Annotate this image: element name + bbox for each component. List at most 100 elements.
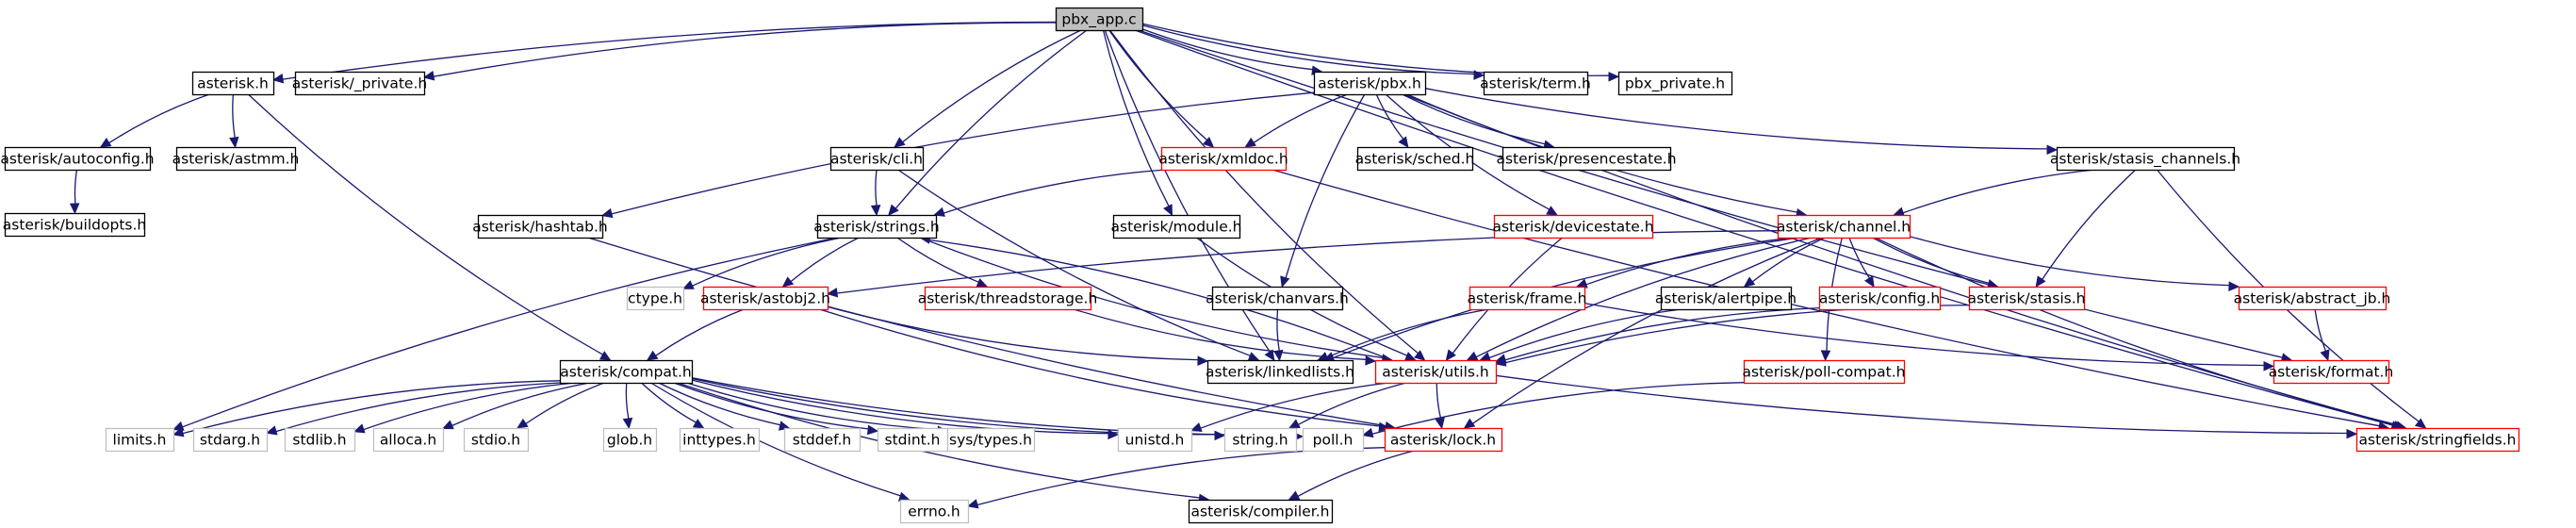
edge-arrowhead — [441, 420, 454, 430]
edge-line — [275, 382, 561, 433]
include-edge-a_compat-to-alloca — [441, 382, 590, 430]
include-edge-a_channel-to-a_stringfields — [1875, 237, 2407, 431]
node-a-sched[interactable]: asterisk/sched.h — [1355, 146, 1475, 172]
include-edge-pbx_app-to-a_utils — [1108, 29, 1426, 361]
edge-arrowhead — [265, 425, 278, 436]
node-a-poll-compat[interactable]: asterisk/poll-compat.h — [1743, 359, 1906, 385]
edge-line — [875, 169, 878, 206]
edge-arrowhead — [870, 205, 881, 217]
node-a-presencestate[interactable]: asterisk/presencestate.h — [1496, 146, 1677, 172]
node-box — [626, 286, 685, 311]
include-edge-a_strings-to-a_threadstorage — [896, 237, 989, 288]
edge-line — [1108, 29, 1208, 140]
node-a-channel[interactable]: asterisk/channel.h — [1777, 214, 1911, 239]
edge-arrowhead — [2320, 349, 2330, 362]
node-a-stasis[interactable]: asterisk/stasis.h — [1968, 286, 2086, 311]
node-a-compat[interactable]: asterisk/compat.h — [559, 359, 694, 385]
node-a-private[interactable]: asterisk/_private.h — [292, 71, 427, 96]
node-box — [463, 427, 530, 453]
include-edge-a_xmldoc-to-a_strings — [933, 169, 1166, 217]
node-a-xmldoc[interactable]: asterisk/xmldoc.h — [1158, 146, 1288, 172]
node-box — [1117, 427, 1193, 453]
node-label: asterisk/stasis_channels.h — [2050, 151, 2240, 169]
node-a-config[interactable]: asterisk/config.h — [1819, 286, 1942, 311]
node-a-compiler[interactable]: asterisk/compiler.h — [1188, 499, 1334, 524]
node-a-devicestate[interactable]: asterisk/devicestate.h — [1492, 214, 1654, 239]
node-a-hashtab[interactable]: asterisk/hashtab.h — [472, 214, 608, 239]
edge-line — [108, 93, 210, 144]
node-a-autoconfig[interactable]: asterisk/autoconfig.h — [0, 146, 155, 172]
edge-arrowhead — [1197, 355, 1209, 366]
node-label: asterisk/stringfields.h — [2359, 432, 2517, 449]
edge-line — [691, 379, 1109, 435]
node-stdlib: stdlib.h — [284, 427, 356, 453]
node-a-stringfields[interactable]: asterisk/stringfields.h — [2355, 427, 2520, 453]
node-label: asterisk/_private.h — [292, 75, 427, 93]
edge-line — [686, 382, 939, 431]
node-pbx-private[interactable]: pbx_private.h — [1617, 71, 1733, 96]
node-box — [1211, 286, 1344, 311]
node-a-pbx[interactable]: asterisk/pbx.h — [1313, 71, 1427, 96]
edge-line — [1326, 308, 1489, 358]
edge-arrowhead — [1203, 136, 1215, 148]
include-edge-a_channel-to-a_abstract_jb — [1909, 236, 2240, 291]
edge-layer — [69, 21, 2427, 509]
node-label: asterisk/alertpipe.h — [1655, 290, 1797, 307]
node-unistd: unistd.h — [1117, 427, 1193, 453]
edge-line — [1297, 382, 1407, 425]
node-label: alloca.h — [380, 432, 436, 449]
node-box — [1743, 359, 1906, 385]
node-a-chanvars[interactable]: asterisk/chanvars.h — [1206, 286, 1349, 311]
include-edge-a_pbx-to-a_sched — [1375, 93, 1409, 148]
node-box — [1660, 286, 1793, 311]
edge-arrowhead — [1546, 206, 1558, 216]
node-a-frame[interactable]: asterisk/frame.h — [1468, 286, 1587, 311]
node-asterisk-h[interactable]: asterisk.h — [191, 71, 275, 96]
edge-arrowhead — [1435, 417, 1445, 430]
node-a-module[interactable]: asterisk/module.h — [1111, 214, 1242, 239]
include-edge-a_stasis_channels-to-a_stasis — [2035, 169, 2137, 288]
node-a-stasis-channels[interactable]: asterisk/stasis_channels.h — [2050, 146, 2240, 172]
edge-line — [1141, 28, 1313, 71]
include-edge-asterisk_h-to-a_compat — [247, 93, 612, 361]
edge-line — [1902, 169, 2095, 214]
edge-line — [677, 382, 1200, 499]
node-a-lock[interactable]: asterisk/lock.h — [1384, 427, 1503, 453]
node-a-threadstorage[interactable]: asterisk/threadstorage.h — [918, 286, 1098, 311]
edge-line — [641, 382, 697, 423]
edge-arrowhead — [1608, 72, 1620, 82]
node-a-buildopts[interactable]: asterisk/buildopts.h — [3, 212, 146, 238]
edge-arrowhead — [888, 204, 899, 216]
node-a-linkedlists[interactable]: asterisk/linkedlists.h — [1206, 359, 1354, 385]
edge-arrowhead — [1273, 349, 1284, 362]
node-a-abstract-jb[interactable]: asterisk/abstract_jb.h — [2234, 286, 2391, 311]
edge-line — [363, 382, 575, 431]
include-edge-asterisk_h-to-a_autoconfig — [99, 93, 210, 148]
edge-arrowhead — [1445, 349, 1456, 361]
node-a-format[interactable]: asterisk/format.h — [2269, 359, 2394, 385]
node-a-term[interactable]: asterisk/term.h — [1480, 71, 1591, 96]
node-a-astmm[interactable]: asterisk/astmm.h — [172, 146, 300, 172]
include-edge-pbx_app-to-a_module — [1102, 29, 1173, 217]
node-a-utils[interactable]: asterisk/utils.h — [1374, 359, 1498, 385]
include-edge-a_hashtab-to-a_lock — [587, 237, 1397, 432]
node-label: asterisk/compat.h — [560, 364, 691, 381]
node-label: asterisk/astobj2.h — [700, 290, 830, 307]
edge-line — [691, 377, 1216, 436]
node-label: asterisk/astmm.h — [172, 151, 300, 168]
node-a-astobj2[interactable]: asterisk/astobj2.h — [700, 286, 830, 311]
node-box — [702, 286, 829, 311]
node-box — [1112, 214, 1241, 239]
edge-arrowhead — [622, 417, 633, 430]
include-edge-a_pbx-to-a_stasis_channels — [1424, 88, 2059, 156]
edge-arrowhead — [353, 423, 366, 434]
node-a-alertpipe[interactable]: asterisk/alertpipe.h — [1655, 286, 1797, 311]
edge-line — [894, 29, 1088, 209]
node-a-cli[interactable]: asterisk/cli.h — [829, 146, 925, 172]
include-edge-a_compat-to-inttypes — [641, 382, 705, 429]
node-label: unistd.h — [1125, 432, 1185, 449]
node-a-strings[interactable]: asterisk/strings.h — [813, 214, 940, 239]
node-label: asterisk/channel.h — [1777, 219, 1911, 236]
edge-line — [692, 237, 843, 287]
